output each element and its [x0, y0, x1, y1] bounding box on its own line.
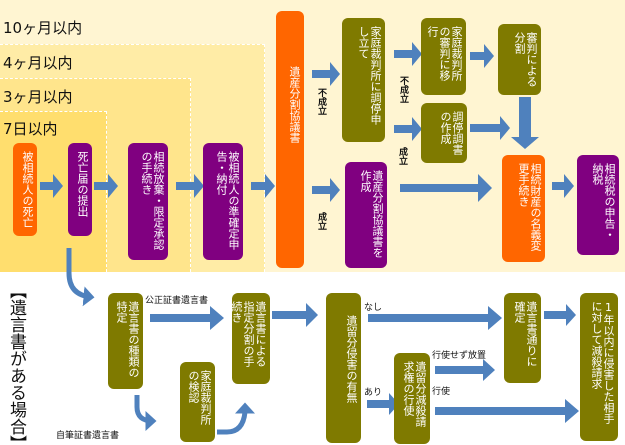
- box-reserved-infringement: 遺留分侵害の有無: [326, 293, 361, 443]
- arrow-notice-down-curve: [66, 248, 95, 307]
- box-death: 被相続人の死亡: [13, 143, 37, 236]
- box-division-agreement-text: 遺産分割協議書: [288, 66, 301, 143]
- label-holographic-will: 自筆証書遺言書: [56, 431, 120, 441]
- box-renunciation-text: 相続放棄・限定承認の手続き: [140, 151, 165, 250]
- arrow-willdivision-to-infringement: [272, 303, 318, 327]
- box-quasi-return: 被相続人の準確定申告・納付: [203, 143, 243, 260]
- box-adjudication-division-text: 審判による分割: [513, 32, 538, 87]
- box-to-adjudication: 家庭裁判所の審判に移行: [421, 18, 466, 95]
- label-not-established-1: 不成立: [316, 88, 326, 115]
- arrow-finalized-to-claim: [544, 304, 576, 326]
- box-reduction-claim: 1年以内に侵害した相手に対して減殺請求: [580, 293, 618, 441]
- arrow-namechange-to-tax: [552, 174, 574, 198]
- box-death-notice: 死亡届の提出: [68, 143, 92, 236]
- zone-label-3-months: 3ヶ月以内: [3, 88, 73, 106]
- box-will-division-text: 遺言書による指定分割の手続き: [230, 301, 267, 367]
- box-reduction-right: 遺留分減殺請求権の行使: [394, 353, 430, 444]
- arrow-quasi-to-agreement: [251, 174, 275, 198]
- box-reduction-claim-text: 1年以内に侵害した相手に対して減殺請求: [590, 301, 615, 424]
- label-established-2: 成立: [316, 212, 326, 230]
- box-mediation: 家庭裁判所に調停申し立て: [342, 18, 385, 142]
- box-name-change: 相続財産の名義変更手続き: [502, 155, 545, 262]
- zone-label-10-months: 10ヶ月以内: [3, 19, 83, 37]
- arrow-exercised-to-claim: [435, 399, 579, 423]
- box-name-change-text: 相続財産の名義変更手続き: [517, 163, 542, 251]
- will-section-title: 【遺言書がある場合】: [6, 282, 26, 445]
- label-notarized-will: 公正証書遺言書: [145, 296, 209, 306]
- box-death-text: 被相続人の死亡: [21, 151, 34, 228]
- arrow-death-to-notice: [40, 174, 63, 198]
- zone-label-7-days: 7日以内: [3, 120, 58, 138]
- box-create-agreement: 遺産分割協議書を作成: [345, 162, 387, 268]
- box-identify-type-text: 遺言書の種類の特定: [115, 301, 140, 378]
- arrow-exists-to-reduction: [367, 393, 399, 415]
- box-mediation-text: 家庭裁判所に調停申し立て: [357, 26, 382, 125]
- arrow-established-to-create: [312, 178, 340, 202]
- box-mediation-record-text: 調停調書の作成: [439, 111, 464, 155]
- box-will-division: 遺言書による指定分割の手続き: [230, 293, 270, 384]
- arrow-identify-to-willdivision: [150, 306, 224, 330]
- arrow-notexercised-to-finalized: [435, 359, 495, 381]
- zone-label-4-months: 4ヶ月以内: [3, 54, 73, 72]
- box-finalized: 遺言書通りに確定: [504, 293, 541, 383]
- label-not-exercised: 行使せず放置: [432, 351, 487, 361]
- label-not-established-2: 不成立: [398, 76, 408, 103]
- box-division-agreement: 遺産分割協議書: [276, 11, 304, 268]
- box-adjudication-division: 審判による分割: [498, 24, 541, 95]
- arrow-mediation-to-adjudication: [394, 42, 422, 66]
- box-death-notice-text: 死亡届の提出: [76, 151, 89, 217]
- label-established-1: 成立: [397, 147, 407, 165]
- arrow-mediation-to-record: [394, 117, 422, 141]
- box-finalized-text: 遺言書通りに確定: [513, 301, 538, 367]
- box-quasi-return-text: 被相続人の準確定申告・納付: [215, 151, 240, 250]
- box-probate: 家庭裁判所の検認: [180, 362, 215, 442]
- box-tax: 相続税の申告・納税: [577, 155, 619, 255]
- label-exercised: 行使: [432, 387, 451, 397]
- box-renunciation: 相続放棄・限定承認の手続き: [128, 143, 168, 260]
- arrow-renounce-to-quasi: [176, 174, 204, 198]
- label-exists: あり: [364, 388, 383, 398]
- box-create-agreement-text: 遺産分割協議書を作成: [359, 170, 384, 258]
- arrow-adjudication-to-division: [470, 44, 494, 68]
- arrow-none-to-finalized: [368, 306, 502, 330]
- box-probate-text: 家庭裁判所の検認: [187, 370, 212, 425]
- box-tax-text: 相続税の申告・納税: [591, 163, 616, 240]
- arrow-create-to-namechange: [400, 174, 492, 202]
- arrow-identify-down-curve: [134, 395, 157, 431]
- label-none: なし: [364, 303, 383, 313]
- arrow-division-down: [511, 97, 539, 149]
- box-reduction-right-text: 遺留分減殺請求権の行使: [402, 361, 427, 427]
- arrow-probate-up-curve: [217, 402, 255, 435]
- box-identify-type: 遺言書の種類の特定: [108, 293, 143, 389]
- arrow-record-to-down: [470, 116, 510, 140]
- arrow-not-established-to-mediation: [312, 62, 340, 86]
- box-to-adjudication-text: 家庭裁判所の審判に移行: [426, 26, 463, 81]
- box-reserved-infringement-text: 遺留分侵害の有無: [345, 315, 358, 403]
- box-mediation-record: 調停調書の作成: [421, 103, 467, 163]
- arrow-notice-to-renounce: [94, 174, 118, 198]
